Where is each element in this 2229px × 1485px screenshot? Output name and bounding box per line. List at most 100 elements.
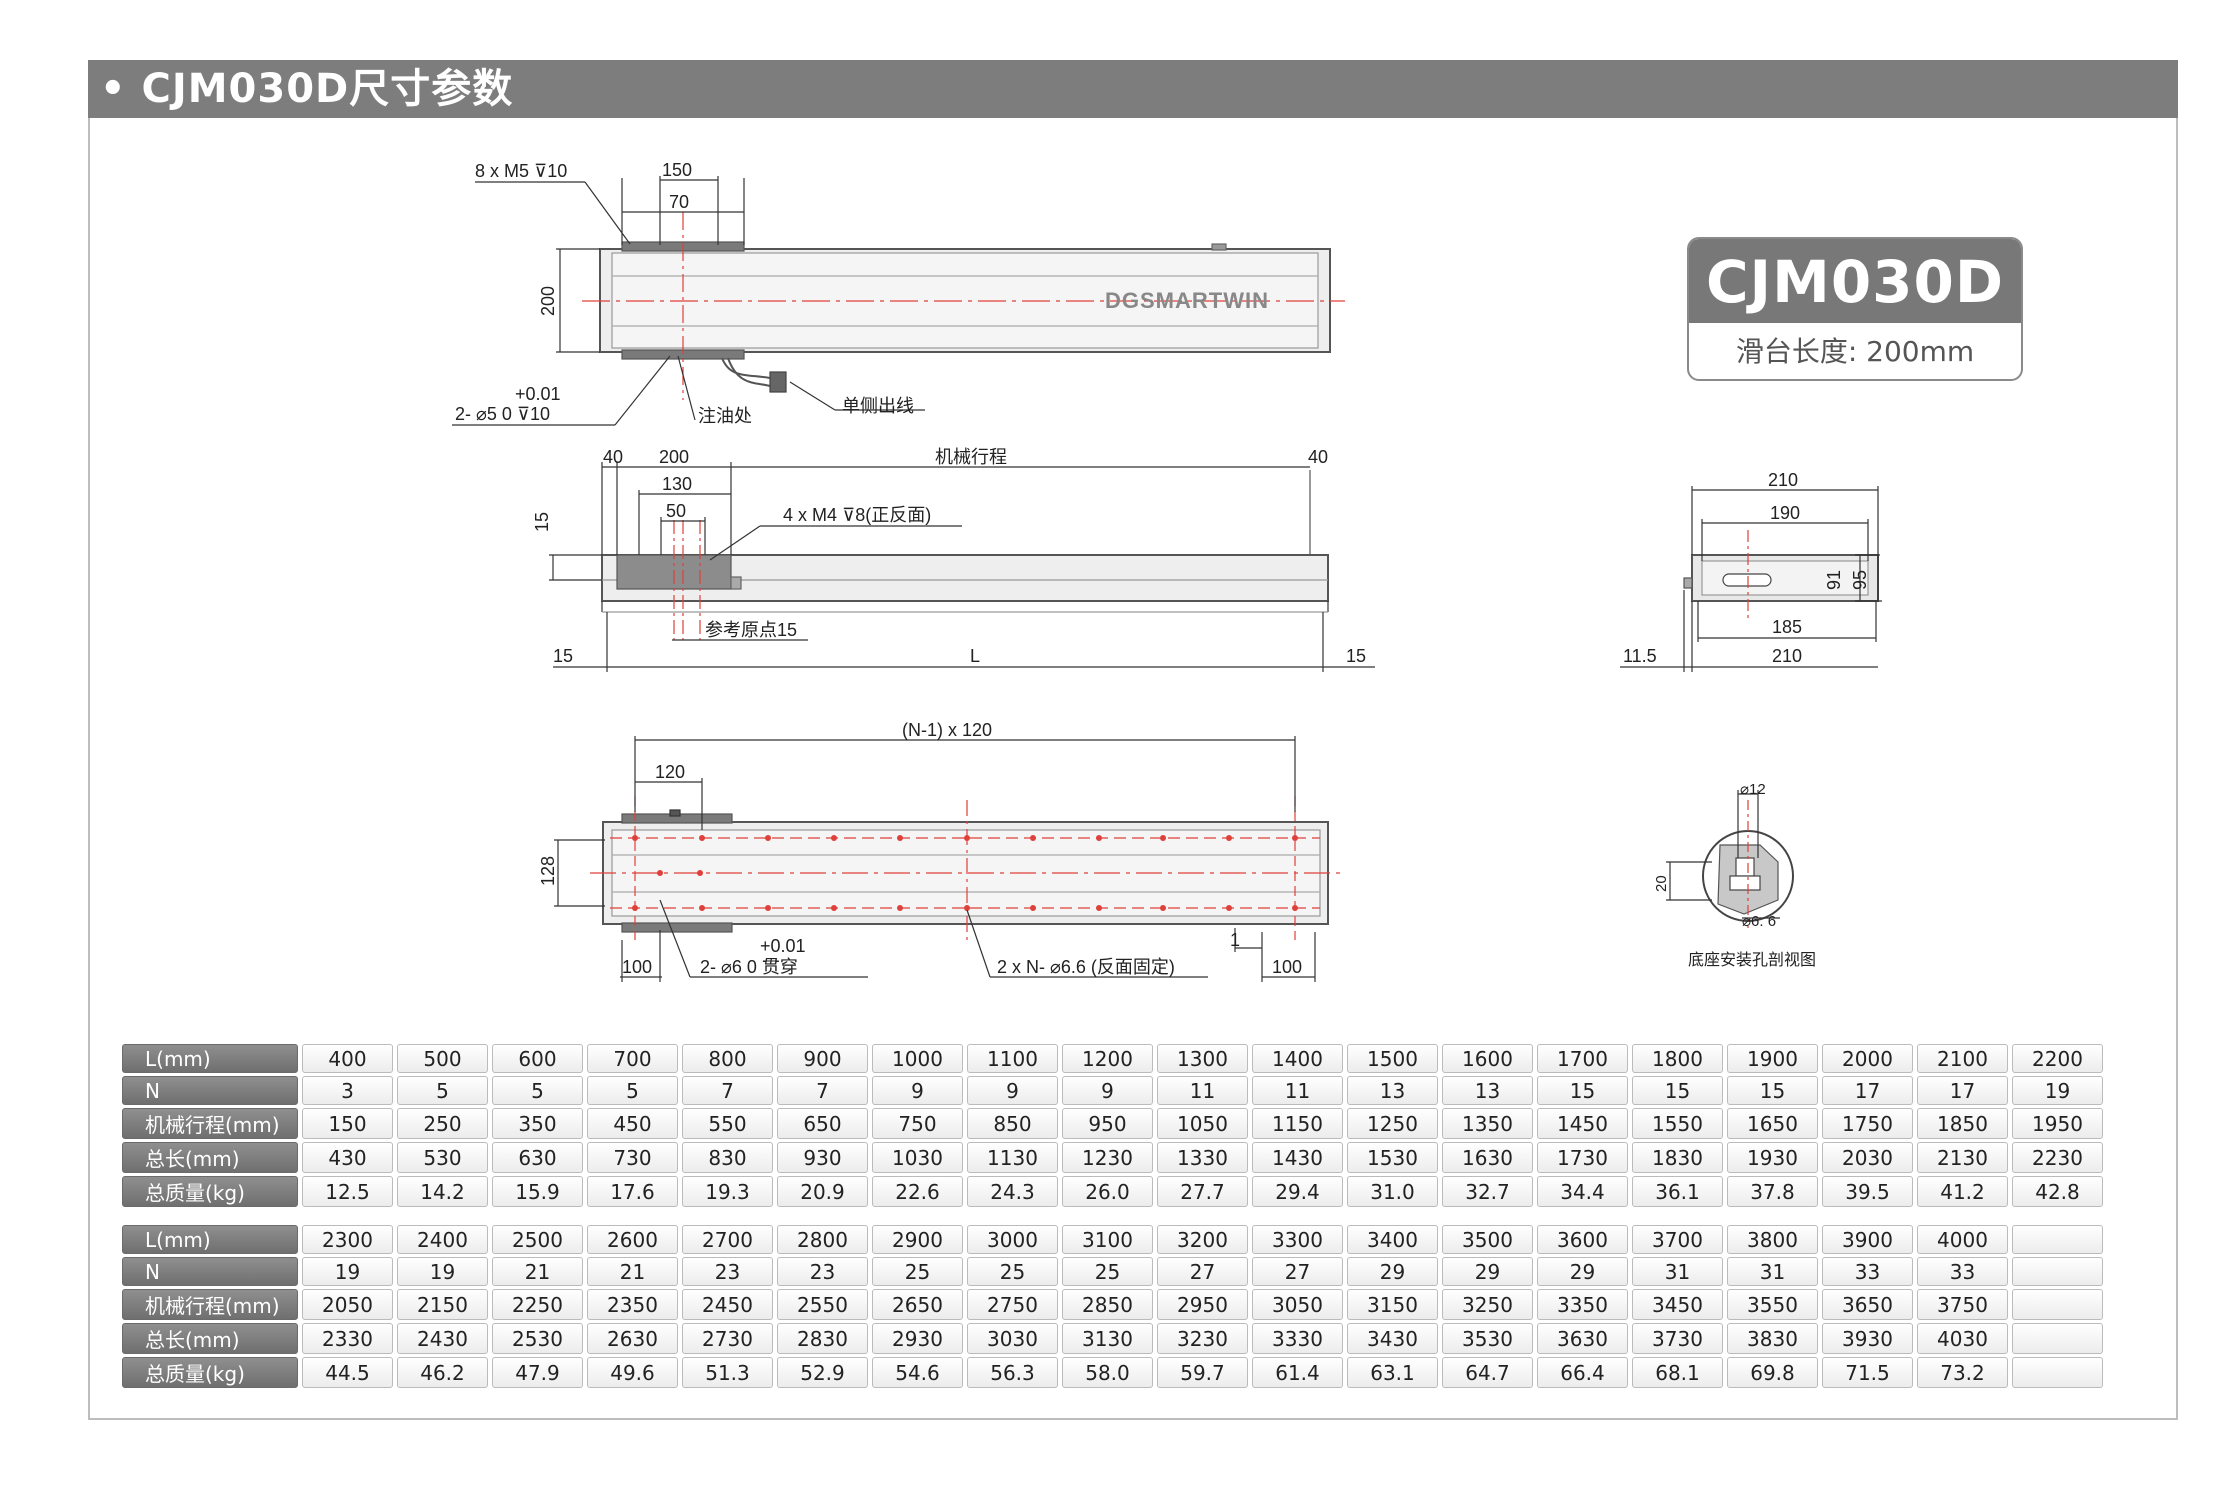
row-label: 总质量(kg) <box>122 1176 298 1207</box>
table-cell: 3700 <box>1632 1225 1723 1254</box>
table-cell: 1050 <box>1157 1108 1248 1139</box>
end-dim-210-bottom: 210 <box>1772 646 1802 666</box>
row-label: L(mm) <box>122 1044 298 1073</box>
page-title: • CJM030D尺寸参数 <box>100 66 514 112</box>
table-cell: 34.4 <box>1537 1176 1628 1207</box>
table-cell: 3600 <box>1537 1225 1628 1254</box>
table-cell: 37.8 <box>1727 1176 1818 1207</box>
table-cell: 1630 <box>1442 1142 1533 1173</box>
table-cell: 31 <box>1632 1257 1723 1286</box>
table-cell: 430 <box>302 1142 393 1173</box>
table-cell: 1430 <box>1252 1142 1343 1173</box>
table-cell: 1230 <box>1062 1142 1153 1173</box>
table-cell: 750 <box>872 1108 963 1139</box>
table-cell: 1550 <box>1632 1108 1723 1139</box>
table-cell: 2150 <box>397 1289 488 1320</box>
side-dim-40-left: 40 <box>603 447 623 467</box>
side-dim-15-vertical: 15 <box>532 512 552 532</box>
top-screw-spec: 8 x M5 ⊽10 <box>475 161 567 181</box>
table-cell <box>2012 1257 2103 1286</box>
stroke-label: 机械行程 <box>935 447 1007 467</box>
table-cell: 27 <box>1157 1257 1248 1286</box>
table-cell: 2950 <box>1157 1289 1248 1320</box>
table-cell: 41.2 <box>1917 1176 2008 1207</box>
table-cell: 23 <box>682 1257 773 1286</box>
bottom-tolerance: +0.01 <box>760 936 806 956</box>
table-cell: 17.6 <box>587 1176 678 1207</box>
table-cell: 800 <box>682 1044 773 1073</box>
row-label: 机械行程(mm) <box>122 1289 298 1320</box>
table-cell: 14.2 <box>397 1176 488 1207</box>
table-cell: 2230 <box>2012 1142 2103 1173</box>
table-cell: 11 <box>1157 1076 1248 1105</box>
table-cell: 49.6 <box>587 1357 678 1388</box>
row-label: 机械行程(mm) <box>122 1108 298 1139</box>
table-cell: 2400 <box>397 1225 488 1254</box>
table-cell: 2030 <box>1822 1142 1913 1173</box>
table-cell: 68.1 <box>1632 1357 1723 1388</box>
table-cell: 3100 <box>1062 1225 1153 1254</box>
hole-dim-6-6: ⌀6. 6 <box>1742 913 1776 930</box>
table-cell: 1130 <box>967 1142 1058 1173</box>
table-cell: 7 <box>682 1076 773 1105</box>
table-cell: 2630 <box>587 1323 678 1354</box>
table-cell: 900 <box>777 1044 868 1073</box>
table-cell: 2100 <box>1917 1044 2008 1073</box>
side-dim-40-right: 40 <box>1308 447 1328 467</box>
table-cell: 1730 <box>1537 1142 1628 1173</box>
row-label: N <box>122 1257 298 1286</box>
table-cell: 25 <box>967 1257 1058 1286</box>
table-cell: 27 <box>1252 1257 1343 1286</box>
table-cell: 1930 <box>1727 1142 1818 1173</box>
mount-hole-spec: 2 x N- ⌀6.6 (反面固定) <box>997 957 1175 977</box>
table-cell: 9 <box>872 1076 963 1105</box>
hole-section <box>1666 790 1794 928</box>
table-cell: 2800 <box>777 1225 868 1254</box>
table-cell: 24.3 <box>967 1176 1058 1207</box>
table-cell: 21 <box>587 1257 678 1286</box>
table-cell: 9 <box>1062 1076 1153 1105</box>
table-cell: 36.1 <box>1632 1176 1723 1207</box>
table-cell: 3250 <box>1442 1289 1533 1320</box>
table-cell: 26.0 <box>1062 1176 1153 1207</box>
table-cell: 63.1 <box>1347 1357 1438 1388</box>
table-cell: 31 <box>1727 1257 1818 1286</box>
table-cell: 31.0 <box>1347 1176 1438 1207</box>
model-badge: CJM030D 滑台长度: 200mm <box>1687 237 2023 381</box>
table-cell: 4030 <box>1917 1323 2008 1354</box>
table-cell: 3 <box>302 1076 393 1105</box>
table-cell: 29 <box>1347 1257 1438 1286</box>
table-cell: 530 <box>397 1142 488 1173</box>
table-cell: 4000 <box>1917 1225 2008 1254</box>
table-cell: 32.7 <box>1442 1176 1533 1207</box>
table-cell: 500 <box>397 1044 488 1073</box>
top-dim-70: 70 <box>669 192 689 212</box>
table-cell: 7 <box>777 1076 868 1105</box>
table-cell: 250 <box>397 1108 488 1139</box>
table-cell: 2930 <box>872 1323 963 1354</box>
table-cell: 25 <box>872 1257 963 1286</box>
table-cell: 61.4 <box>1252 1357 1343 1388</box>
table-cell: 2850 <box>1062 1289 1153 1320</box>
row-label: 总长(mm) <box>122 1323 298 1354</box>
cable-exit-label: 单侧出线 <box>842 396 914 416</box>
table-cell: 23 <box>777 1257 868 1286</box>
table-cell: 1530 <box>1347 1142 1438 1173</box>
end-dim-185: 185 <box>1772 617 1802 637</box>
table-cell: 2130 <box>1917 1142 2008 1173</box>
table-cell: 3800 <box>1727 1225 1818 1254</box>
table-cell: 3530 <box>1442 1323 1533 1354</box>
table-cell: 1650 <box>1727 1108 1818 1139</box>
table-cell: 33 <box>1917 1257 2008 1286</box>
table-cell: 5 <box>587 1076 678 1105</box>
table-cell: 350 <box>492 1108 583 1139</box>
table-cell: 52.9 <box>777 1357 868 1388</box>
side-dim-15-left: 15 <box>553 646 573 666</box>
table-cell: 17 <box>1917 1076 2008 1105</box>
